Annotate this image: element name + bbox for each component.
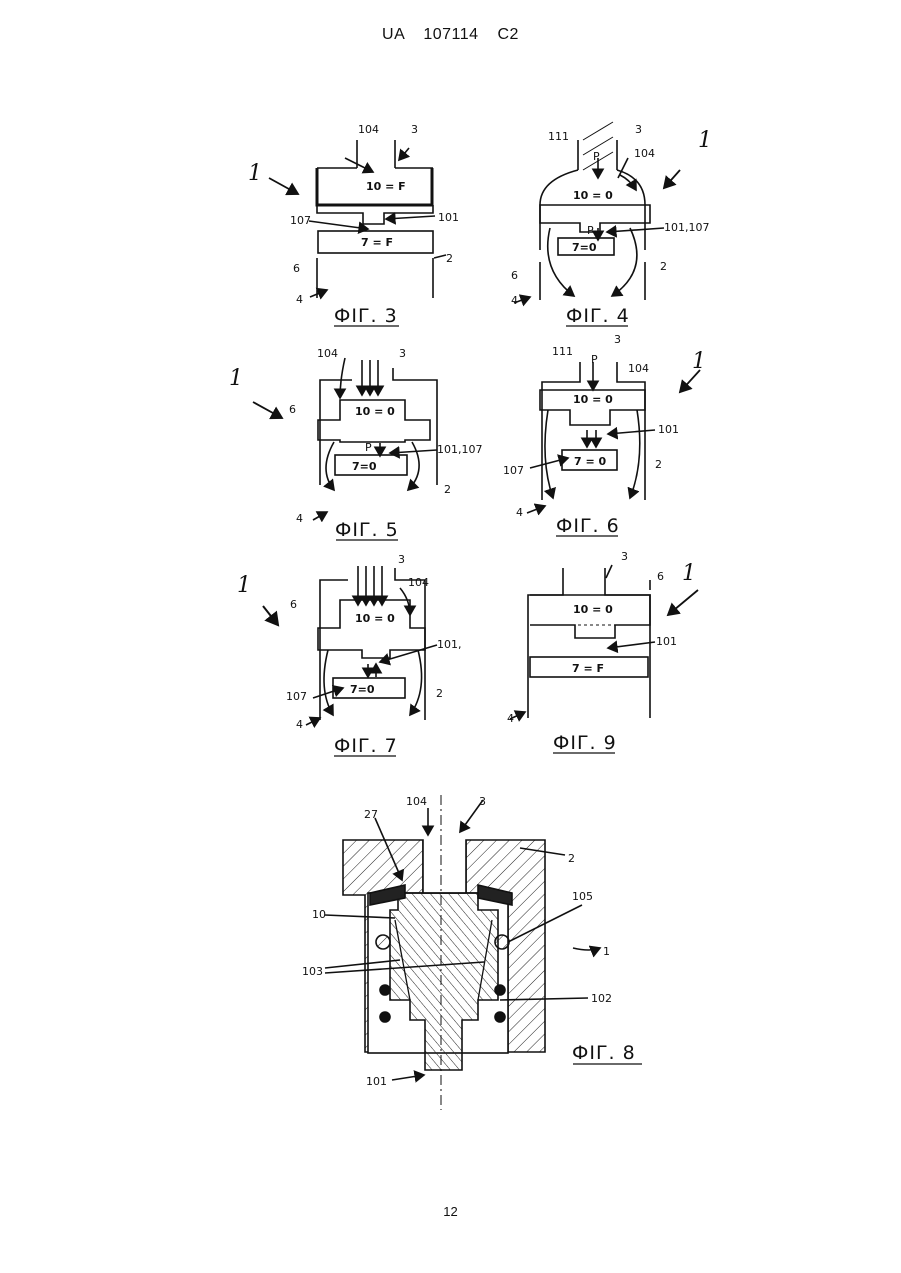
fig6-lower-block: 7 = 0: [574, 455, 607, 468]
fig8-label-104: 104: [406, 795, 427, 808]
fig3-lower-block: 7 = F: [361, 236, 393, 249]
fig5-upper-block: 10 = 0: [355, 405, 395, 418]
fig3-label-2: 2: [446, 252, 453, 265]
fig8-label-105: 105: [572, 890, 593, 903]
fig7-label-104: 104: [408, 576, 429, 589]
fig8-label-1: 1: [603, 945, 610, 958]
fig8-label-101: 101: [366, 1075, 387, 1088]
fig4-label-6: 6: [511, 269, 518, 282]
fig8-label-2: 2: [568, 852, 575, 865]
fig4-pressure-top: P: [593, 150, 600, 163]
fig5-label-1: 1: [229, 366, 243, 391]
fig5-label-2: 2: [444, 483, 451, 496]
fig5-label-3: 3: [399, 347, 406, 360]
figure-9: [510, 565, 698, 753]
fig6-pressure: P: [591, 353, 598, 366]
fig4-label-111: 111: [548, 130, 569, 143]
fig5-label-104: 104: [317, 347, 338, 360]
fig8-caption: ФІГ. 8: [572, 1042, 636, 1064]
fig8-label-27: 27: [364, 808, 378, 821]
fig7-label-2: 2: [436, 687, 443, 700]
fig6-label-2: 2: [655, 458, 662, 471]
fig4-pressure-mid: P: [587, 224, 594, 237]
fig9-label-6: 6: [657, 570, 664, 583]
fig4-upper-block: 10 = 0: [573, 189, 613, 202]
fig3-label-4: 4: [296, 293, 303, 306]
fig6-label-107: 107: [503, 464, 524, 477]
fig3-label-104: 104: [358, 123, 379, 136]
fig5-label-4: 4: [296, 512, 303, 525]
fig3-label-107: 107: [290, 214, 311, 227]
fig4-label-3: 3: [635, 123, 642, 136]
fig6-label-3: 3: [614, 333, 621, 346]
fig8-label-10: 10: [312, 908, 326, 921]
fig3-label-6: 6: [293, 262, 300, 275]
fig3-label-3: 3: [411, 123, 418, 136]
fig5-label-101-107: 101,107: [437, 443, 483, 456]
fig7-caption: ФІГ. 7: [334, 735, 398, 757]
fig5-label-6: 6: [289, 403, 296, 416]
fig9-upper-block: 10 = 0: [573, 603, 613, 616]
fig7-lower-block: 7=0: [350, 683, 375, 696]
figure-6: [527, 362, 700, 536]
fig6-label-1: 1: [692, 349, 706, 374]
fig6-label-111: 111: [552, 345, 573, 358]
fig6-label-104: 104: [628, 362, 649, 375]
fig5-pressure: P: [365, 441, 372, 454]
fig7-label-3: 3: [398, 553, 405, 566]
fig3-label-101: 101: [438, 211, 459, 224]
fig9-label-1: 1: [682, 561, 696, 586]
fig9-lower-block: 7 = F: [572, 662, 604, 675]
fig4-label-1: 1: [698, 128, 712, 153]
fig6-label-4: 4: [516, 506, 523, 519]
fig9-caption: ФІГ. 9: [553, 732, 617, 754]
fig8-label-102: 102: [591, 992, 612, 1005]
fig8-label-3: 3: [479, 795, 486, 808]
fig7-label-1: 1: [237, 573, 251, 598]
fig3-label-1: 1: [248, 161, 262, 186]
fig7-label-107: 107: [286, 690, 307, 703]
fig5-lower-block: 7=0: [352, 460, 377, 473]
fig7-label-4: 4: [296, 718, 303, 731]
fig4-label-4: 4: [511, 294, 518, 307]
fig4-label-101-107: 101,107: [664, 221, 710, 234]
fig6-upper-block: 10 = 0: [573, 393, 613, 406]
fig7-upper-block: 10 = 0: [355, 612, 395, 625]
fig7-label-6: 6: [290, 598, 297, 611]
figure-7: [263, 566, 437, 756]
fig4-caption: ФІГ. 4: [566, 305, 630, 327]
fig3-upper-block: 10 = F: [366, 180, 406, 193]
fig6-label-101: 101: [658, 423, 679, 436]
fig4-label-2: 2: [660, 260, 667, 273]
fig4-label-104: 104: [634, 147, 655, 160]
fig9-label-101: 101: [656, 635, 677, 648]
page-number: 12: [0, 1204, 901, 1219]
fig5-caption: ФІГ. 5: [335, 519, 399, 541]
fig9-label-4: 4: [507, 712, 514, 725]
fig7-label-101: 101,: [437, 638, 462, 651]
figure-5: [253, 358, 437, 540]
fig9-label-3: 3: [621, 550, 628, 563]
fig8-label-103: 103: [302, 965, 323, 978]
fig6-caption: ФІГ. 6: [556, 515, 620, 537]
fig4-lower-block: 7=0: [572, 241, 597, 254]
fig3-caption: ФІГ. 3: [334, 305, 398, 327]
